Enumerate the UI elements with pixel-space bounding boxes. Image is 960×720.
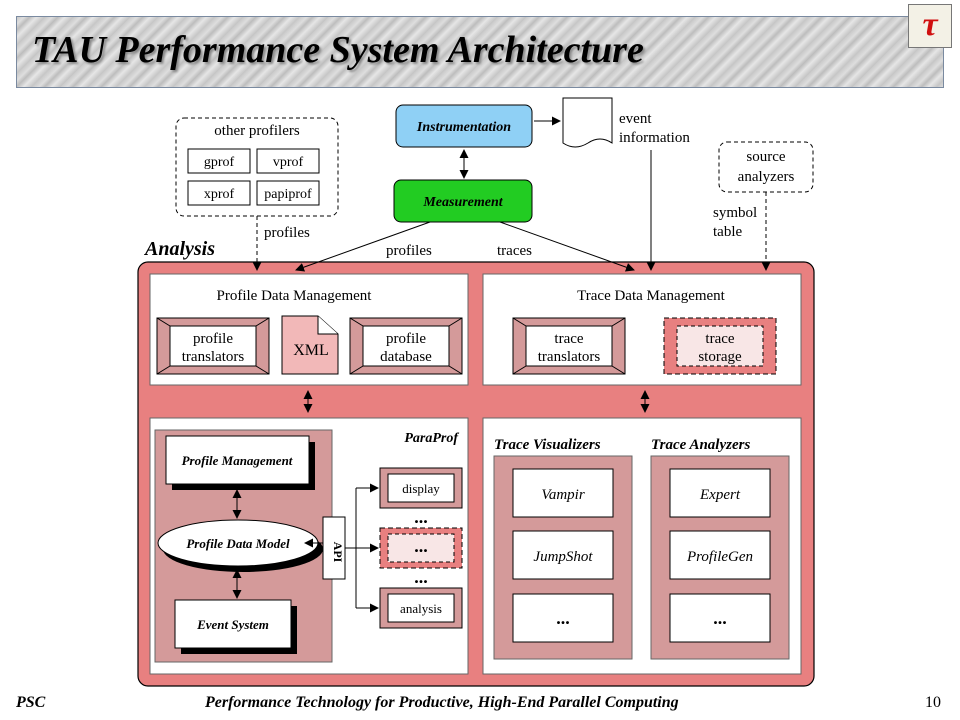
- vprof-box: [256, 148, 320, 174]
- xml-label: XML: [293, 342, 329, 359]
- profile-database-label-1: profile: [386, 331, 426, 347]
- xml-document-icon: XML: [281, 315, 339, 375]
- analysis-box-label: analysis: [400, 601, 442, 616]
- papiprof-box: [256, 180, 320, 206]
- gprof-box: [187, 148, 251, 174]
- trace-translators-label-2: translators: [538, 349, 601, 365]
- ellipsis-box: ...: [379, 527, 463, 569]
- measurement-box: [393, 179, 533, 223]
- profile-management-label: Profile Management: [182, 453, 293, 468]
- paraprof-title: ParaProf: [404, 431, 459, 446]
- gprof-label: gprof: [204, 155, 235, 170]
- symbol-table-label-2: table: [713, 224, 742, 240]
- display-box: display: [379, 467, 463, 509]
- visualizers-more-label: ...: [556, 608, 570, 628]
- trace-translators-label-1: trace: [554, 331, 583, 347]
- page-number: 10: [925, 694, 941, 711]
- tau-logo-glyph: τ: [922, 6, 938, 43]
- profile-data-management-title: Profile Data Management: [217, 288, 373, 304]
- trace-storage-box: trace storage: [663, 317, 777, 375]
- measurement-label: Measurement: [422, 195, 503, 210]
- vampir-label: Vampir: [541, 487, 585, 503]
- jumpshot-box: [512, 530, 614, 580]
- profiles-left-label: profiles: [264, 225, 310, 241]
- symbol-table-label-1: symbol: [713, 205, 757, 221]
- analyzers-more-box: [669, 593, 771, 643]
- profile-database-label-2: database: [380, 349, 432, 365]
- vprof-label: vprof: [273, 155, 304, 170]
- footer-title: Performance Technology for Productive, H…: [205, 694, 679, 711]
- event-info-label-1: event: [619, 111, 652, 127]
- ellipsis-box-label: ...: [414, 536, 428, 556]
- trace-data-management-title: Trace Data Management: [577, 288, 726, 304]
- footer-org: PSC: [16, 694, 46, 711]
- trace-visualizers-title: Trace Visualizers: [494, 437, 601, 453]
- analysis-label: Analysis: [143, 238, 215, 260]
- event-system-label: Event System: [196, 617, 269, 632]
- instrumentation-label: Instrumentation: [416, 120, 511, 135]
- profile-translators-box: profile translators: [156, 317, 270, 375]
- title-bar: [16, 16, 944, 88]
- analyzers-more-label: ...: [713, 608, 727, 628]
- paraprof-ellipsis-2: ...: [414, 567, 428, 587]
- paraprof-ellipsis-1: ...: [414, 507, 428, 527]
- measurement-profiles-arrow: [295, 221, 431, 272]
- profile-management-box: [165, 435, 310, 485]
- api-label: API: [331, 542, 345, 563]
- trace-translators-box: trace translators: [512, 317, 626, 375]
- other-profilers-title: other profilers: [214, 123, 300, 139]
- event-system-box: [174, 599, 292, 649]
- xprof-box: [187, 180, 251, 206]
- traces-label: traces: [497, 243, 532, 259]
- trace-storage-label-2: storage: [698, 349, 742, 365]
- papiprof-label: papiprof: [264, 187, 312, 202]
- source-analyzers-label-2: analyzers: [738, 169, 795, 185]
- event-info-label-2: information: [619, 130, 690, 146]
- profile-translators-label-1: profile: [193, 331, 233, 347]
- jumpshot-label: JumpShot: [533, 549, 593, 565]
- vampir-box: [512, 468, 614, 518]
- profiles-mid-label: profiles: [386, 243, 432, 259]
- tau-logo: τ: [908, 4, 952, 48]
- event-information-document-icon: [562, 97, 613, 148]
- profilegen-box: [669, 530, 771, 580]
- profile-translators-label-2: translators: [182, 349, 245, 365]
- expert-label: Expert: [699, 487, 741, 503]
- profile-data-model-label: Profile Data Model: [186, 536, 290, 551]
- source-analyzers-label-1: source: [746, 149, 785, 165]
- trace-storage-label-1: trace: [705, 331, 734, 347]
- expert-box: [669, 468, 771, 518]
- measurement-traces-arrow: [499, 221, 635, 272]
- xprof-label: xprof: [204, 187, 235, 202]
- analysis-box: analysis: [379, 587, 463, 629]
- trace-analyzers-title: Trace Analyzers: [651, 437, 750, 453]
- display-label: display: [402, 481, 440, 496]
- page-title: TAU Performance System Architecture: [32, 29, 644, 71]
- visualizers-more-box: [512, 593, 614, 643]
- instrumentation-box: [395, 104, 533, 148]
- profile-database-box: profile database: [349, 317, 463, 375]
- profilegen-label: ProfileGen: [686, 549, 753, 565]
